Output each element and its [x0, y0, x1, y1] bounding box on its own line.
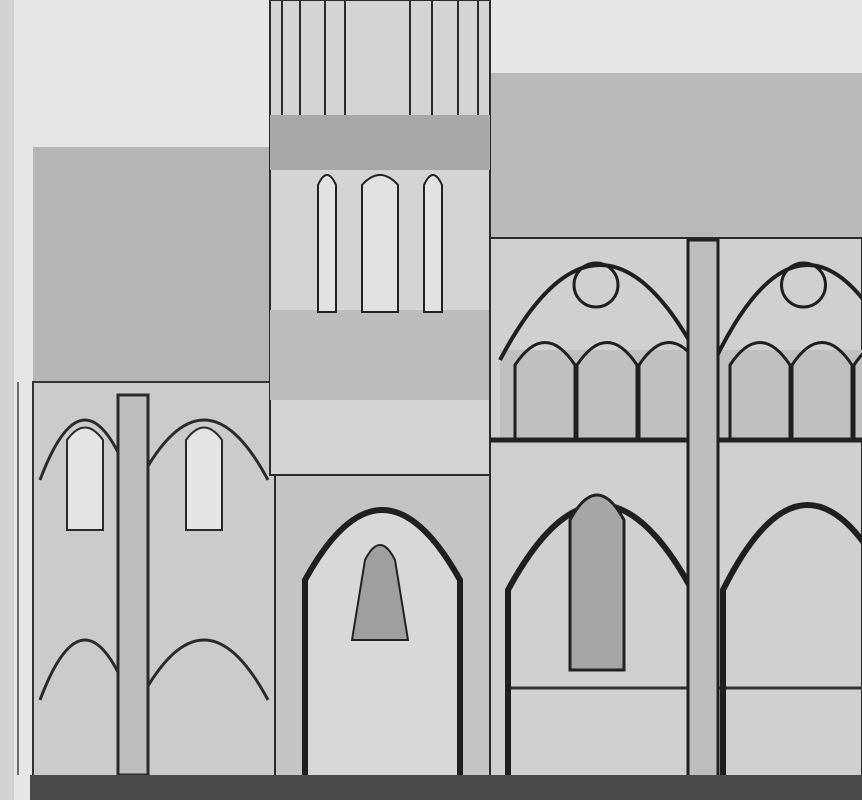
left-aisle-vault-arches: [38, 393, 270, 777]
aisle-window: [568, 493, 626, 672]
trefoil: [572, 261, 620, 309]
aisle-window: [185, 426, 223, 531]
nave-pier: [686, 238, 720, 779]
triforium-gallery: [500, 350, 862, 440]
clerestory-arch: [498, 263, 702, 361]
tower-band-dark: [270, 115, 490, 170]
tower-shafts: [281, 0, 479, 115]
arcade-arch: [720, 502, 862, 777]
tower-window: [423, 174, 443, 313]
crossing-arch: [302, 507, 463, 777]
nave-clerestory-arches: [498, 261, 862, 440]
triforium-arch: [513, 341, 577, 440]
right-roof-block: [488, 73, 862, 238]
triforium-arch: [790, 341, 854, 440]
crossing-window: [350, 544, 410, 641]
trefoil: [780, 261, 827, 309]
floor-line: [30, 775, 862, 800]
page-edge-shadow: [0, 0, 14, 800]
tower-window: [317, 174, 337, 313]
lower-arch: [138, 638, 270, 701]
tower-window: [361, 174, 399, 313]
aisle-pier: [116, 393, 150, 777]
triforium-arch: [728, 341, 792, 440]
left-roof-block: [33, 147, 273, 382]
clerestory-arch: [713, 263, 862, 361]
tower-lancet-windows: [317, 174, 443, 313]
tower-lower-band: [270, 310, 490, 400]
triforium-arch: [852, 352, 862, 440]
vault-arch: [138, 418, 270, 481]
triforium-arch: [575, 341, 639, 440]
aisle-window: [66, 426, 104, 531]
